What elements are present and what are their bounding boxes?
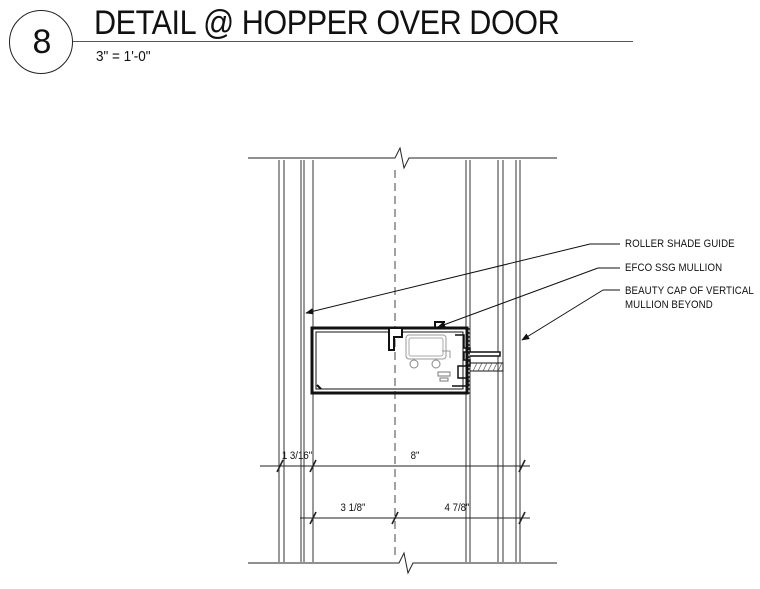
- glazing-pocket: [452, 328, 504, 396]
- left-wall-lines: [278, 160, 314, 562]
- top-break-line: [248, 146, 557, 170]
- bottom-break-line: [248, 551, 557, 575]
- callout-efco-ssg-mullion: EFCO SSG MULLION: [625, 262, 723, 274]
- detail-scale: 3" = 1'-0": [96, 48, 151, 65]
- dim-label-1-3-16: 1 3/16": [281, 450, 313, 462]
- callout-beauty-cap: BEAUTY CAP OF VERTICAL: [625, 285, 754, 297]
- dim-label-8: 8": [410, 450, 420, 462]
- detail-number-bubble: 8: [9, 10, 73, 74]
- callout-roller-shade-guide: ROLLER SHADE GUIDE: [625, 238, 735, 250]
- small-fastener-marks: [437, 371, 451, 382]
- dimension-string-upper: [260, 459, 530, 473]
- detail-number: 8: [32, 23, 52, 61]
- mullion-profile: [310, 321, 469, 395]
- dim-label-3-1-8: 3 1/8": [340, 502, 366, 514]
- dimension-string-lower: [300, 511, 530, 525]
- roller-shade-guide: [405, 334, 451, 369]
- title-block: 8 DETAIL @ HOPPER OVER DOOR 3" = 1'-0": [0, 0, 760, 80]
- glazing-hatch: [472, 362, 503, 372]
- callout-beauty-cap-line2: MULLION BEYOND: [625, 299, 713, 311]
- dim-label-4-7-8: 4 7/8": [444, 502, 470, 514]
- callout-leaders: [305, 243, 620, 341]
- detail-title: DETAIL @ HOPPER OVER DOOR: [94, 4, 560, 42]
- title-underline: [73, 41, 633, 42]
